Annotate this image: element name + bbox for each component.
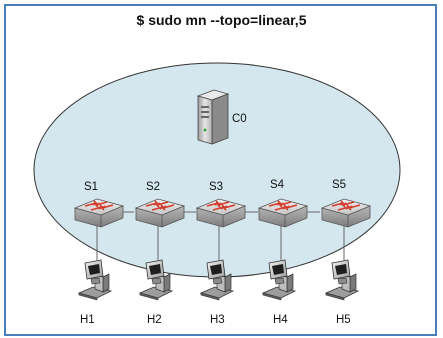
host-links — [96, 226, 345, 260]
switch-s3-label: S3 — [209, 181, 223, 193]
host-h2-label: H2 — [147, 314, 162, 326]
switch-s4-label: S4 — [270, 179, 285, 191]
switch-s5-label: S5 — [332, 179, 346, 191]
switch-s2-label: S2 — [146, 181, 160, 193]
host-h3-label: H3 — [210, 314, 225, 326]
host-h4-label: H4 — [273, 314, 288, 326]
host-h1-label: H1 — [80, 314, 95, 326]
host-h1-icon — [78, 259, 112, 301]
host-h5-icon — [325, 259, 359, 301]
controller-label: C0 — [232, 113, 247, 125]
switch-s1-label: S1 — [84, 181, 98, 193]
diagram-title: $ sudo mn --topo=linear,5 — [136, 12, 307, 28]
host-h5-label: H5 — [336, 314, 351, 326]
controller-server-icon — [196, 89, 230, 145]
